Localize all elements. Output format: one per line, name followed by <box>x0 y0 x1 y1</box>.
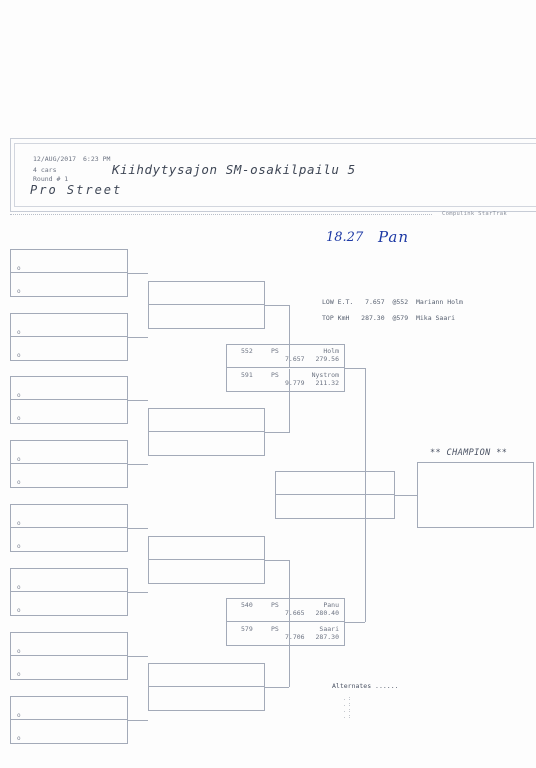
quarterfinal-box-1 <box>148 281 265 329</box>
seed-marker: o <box>17 584 21 591</box>
seed-marker: o <box>17 520 21 527</box>
seed-marker: o <box>17 456 21 463</box>
sf2-lane1-driver: Panu <box>323 601 339 609</box>
quarterfinal-box-4 <box>148 663 265 711</box>
quarterfinal-box-2 <box>148 408 265 456</box>
header-frame <box>10 138 536 212</box>
event-title: Kiihdytysajon SM-osakilpailu 5 <box>112 162 356 177</box>
seed-marker: o <box>17 607 21 614</box>
sf1-lane1-et: 7.657 <box>285 355 305 363</box>
header-rule <box>10 214 432 215</box>
seed-marker: o <box>17 329 21 336</box>
top-kmh-label: TOP KmH <box>322 314 350 322</box>
cars-count: 4 cars <box>33 166 57 174</box>
alternates-list: . : . : . : . : <box>343 696 351 720</box>
alternate-line: . : <box>343 696 351 702</box>
semifinal-box-2: 540 PS Panu 7.665 280.40 579 PS Saari 7.… <box>226 598 345 646</box>
quarterfinal-box-3 <box>148 536 265 584</box>
sf1-lane1-driver: Holm <box>323 347 339 355</box>
seed-marker: o <box>17 543 21 550</box>
top-kmh-driver: Mika Saari <box>415 314 456 322</box>
low-et-label: LOW E.T. <box>322 298 354 306</box>
sf1-lane2-speed: 211.32 <box>315 379 339 387</box>
champion-box <box>417 462 534 528</box>
seed-marker: o <box>17 288 21 295</box>
seed-marker: o <box>17 648 21 655</box>
handwritten-time: 18.27 <box>326 230 364 245</box>
round-number: Round # 1 <box>33 175 69 183</box>
seed-marker: o <box>17 392 21 399</box>
champion-label: ** CHAMPION ** <box>430 448 508 458</box>
sf2-lane2-driver: Saari <box>319 625 339 633</box>
seed-marker: o <box>17 479 21 486</box>
seed-marker: o <box>17 712 21 719</box>
seed-marker: o <box>17 735 21 742</box>
final-box <box>275 471 395 519</box>
sf2-lane2-class: PS <box>271 625 279 633</box>
alternates-label: Alternates ...... <box>332 682 399 690</box>
sf1-lane2-driver: Nystrom <box>311 371 339 379</box>
sf1-lane2-class: PS <box>271 371 279 379</box>
semifinal-box-1: 552 PS Holm 7.657 279.56 591 PS Nystrom … <box>226 344 345 392</box>
alternate-line: . : <box>343 708 351 714</box>
handwritten-signature: Pan <box>378 228 410 246</box>
sf2-lane2-speed: 287.30 <box>315 633 339 641</box>
sf2-lane2-number: 579 <box>241 625 253 633</box>
header-inner-frame <box>14 143 536 207</box>
top-kmh-car: @579 <box>392 314 409 322</box>
sf1-lane2-et: 9.779 <box>285 379 305 387</box>
sf2-lane1-speed: 280.40 <box>315 609 339 617</box>
low-et-car: @552 <box>392 298 409 306</box>
sf2-lane1-et: 7.665 <box>285 609 305 617</box>
top-kmh-record: TOP KmH 287.30 @579 Mika Saari <box>322 314 455 322</box>
alternate-line: . : <box>343 714 351 720</box>
sf2-lane2-et: 7.706 <box>285 633 305 641</box>
top-kmh-value: 287.30 <box>361 314 385 322</box>
sf1-lane1-class: PS <box>271 347 279 355</box>
seed-marker: o <box>17 671 21 678</box>
sf1-lane2-number: 591 <box>241 371 253 379</box>
class-title: Pro Street <box>30 183 123 197</box>
event-time: 6:23 PM <box>83 155 111 163</box>
low-et-value: 7.657 <box>365 298 385 306</box>
seed-marker: o <box>17 415 21 422</box>
sf1-lane1-speed: 279.56 <box>315 355 339 363</box>
low-et-record: LOW E.T. 7.657 @552 Mariann Holm <box>322 298 463 306</box>
seed-marker: o <box>17 352 21 359</box>
event-date: 12/AUG/2017 <box>33 155 77 163</box>
alternate-line: . : <box>343 702 351 708</box>
low-et-driver: Mariann Holm <box>415 298 463 306</box>
software-credit: Compulink StarTrak <box>442 211 508 217</box>
seed-marker: o <box>17 265 21 272</box>
sf2-lane1-number: 540 <box>241 601 253 609</box>
sf2-lane1-class: PS <box>271 601 279 609</box>
sf1-lane1-number: 552 <box>241 347 253 355</box>
